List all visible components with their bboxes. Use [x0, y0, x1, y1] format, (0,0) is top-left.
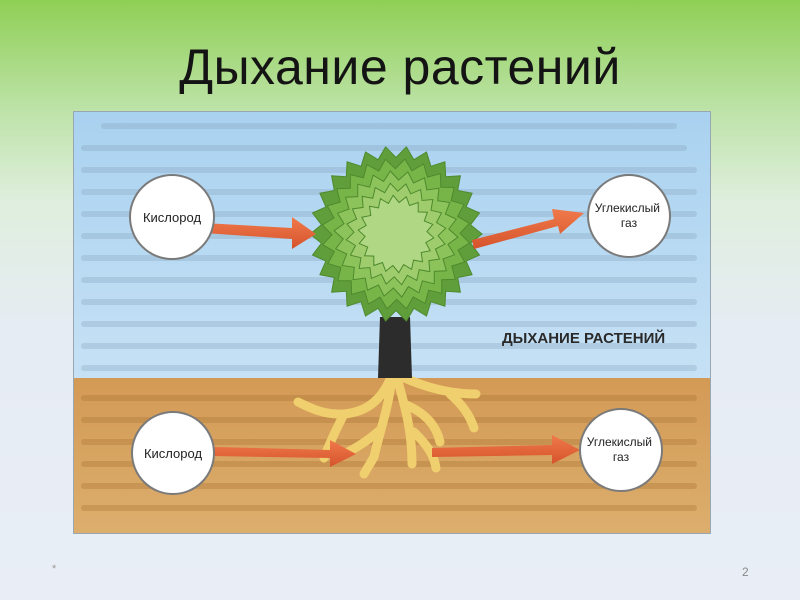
- tree-roots: [293, 369, 481, 479]
- svg-text:Углекислый газ: Углекислый газ: [595, 201, 664, 230]
- root-co2-label-line-2: газ: [613, 450, 630, 464]
- root-co2-circle: Углекислый газ: [579, 408, 663, 492]
- root-input-arrow: [214, 440, 356, 467]
- root-output-arrow: [432, 435, 580, 464]
- leaf-co2-label-line-1: Углекислый: [595, 201, 660, 215]
- leaf-oxygen-circle: Кислород: [129, 174, 215, 260]
- tree-crown: [309, 146, 483, 322]
- crown-layer-5: [357, 194, 435, 274]
- plant-respiration-diagram: Кислород Углекислый газ Кислород Углекис…: [73, 111, 711, 534]
- diagram-caption: ДЫХАНИЕ РАСТЕНИЙ: [502, 329, 665, 347]
- root-oxygen-circle: Кислород: [131, 411, 215, 495]
- leaf-input-arrow: [204, 217, 316, 249]
- leaf-co2-circle: Углекислый газ: [587, 174, 671, 258]
- leaf-output-arrow: [472, 209, 584, 249]
- leaf-oxygen-label: Кислород: [143, 210, 201, 225]
- svg-text:Углекислый газ: Углекислый газ: [587, 435, 656, 464]
- slide-title: Дыхание растений: [179, 39, 621, 95]
- slide-footer-mark: *: [52, 563, 57, 575]
- tree-trunk: [378, 317, 412, 378]
- slide-number: 2: [742, 565, 749, 579]
- root-oxygen-label: Кислород: [144, 446, 202, 461]
- root-co2-label-line-1: Углекислый: [587, 435, 652, 449]
- leaf-co2-label-line-2: газ: [621, 216, 638, 230]
